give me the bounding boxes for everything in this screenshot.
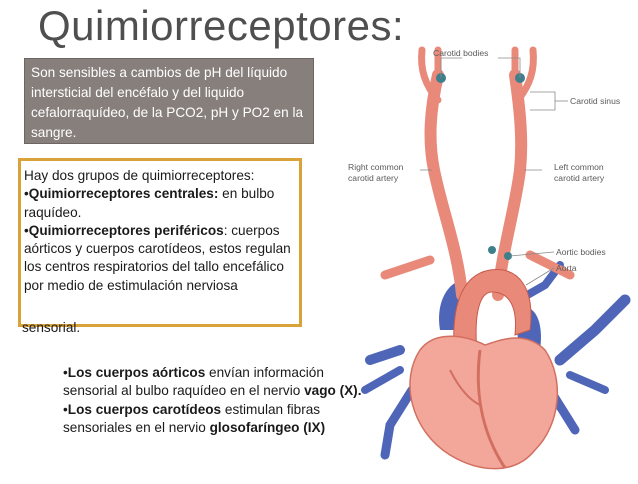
groups-intro-line: Hay dos grupos de quimiorreceptores:	[24, 168, 255, 183]
label-left-common-1: Left common	[554, 162, 604, 172]
label-left-common-2: carotid artery	[554, 173, 605, 183]
central-item: •Quimiorreceptores centrales: en bulbo r…	[24, 185, 294, 222]
aortic-item: •Los cuerpos aórticos envían información…	[63, 364, 363, 401]
heart-arteries-illustration	[361, 46, 631, 470]
bullet: •	[24, 186, 29, 202]
aortic-nerve: vago (X).	[304, 383, 362, 399]
chemoreceptor-groups-box: Hay dos grupos de quimiorreceptores: •Qu…	[18, 158, 302, 335]
bullet: •	[63, 365, 68, 380]
aortic-body	[504, 252, 512, 260]
central-text: en bulbo raquídeo.	[24, 186, 275, 220]
carotid-text: estimulan fibras sensoriales en el nervi…	[63, 401, 321, 435]
intro-box: Son sensibles a cambios de pH del líquid…	[24, 58, 314, 144]
intro-text: Son sensibles a cambios de pH del líquid…	[31, 65, 304, 140]
label-carotid-sinus: Carotid sinus	[570, 96, 621, 106]
heart	[409, 335, 558, 470]
aortic-arch	[453, 269, 532, 361]
bullet: •	[63, 401, 68, 417]
aortic-label: Los cuerpos aórticos	[67, 365, 206, 380]
leader-lines	[420, 57, 568, 286]
peripheral-text: : cuerpos aórticos y cuerpos carotídeos,…	[24, 222, 291, 293]
heart-vessel-line	[449, 369, 481, 406]
page-title: Quimiorreceptores:	[38, 2, 405, 49]
label-right-common-2: carotid artery	[348, 173, 399, 183]
aortic-text: envían información sensorial al bulbo ra…	[63, 365, 324, 399]
receptor-details: •Los cuerpos aórticos envían información…	[63, 364, 363, 437]
aortic-body	[488, 246, 496, 254]
anatomy-figure: Carotid bodies Carotid sinus Right commo…	[330, 30, 638, 479]
peripheral-label: Quimiorreceptores periféricos	[28, 222, 224, 238]
carotid-nerve: glosofaríngeo (IX)	[209, 419, 326, 435]
carotid-item: •Los cuerpos carotídeos estimulan fibras…	[63, 401, 363, 438]
carotid-label: Los cuerpos carotídeos	[67, 401, 222, 417]
overflow-text: sensorial.	[22, 320, 81, 335]
heart-vessel-line	[476, 349, 507, 469]
carotid-arteries	[380, 46, 575, 301]
label-aorta: Aorta	[556, 263, 577, 273]
peripheral-item: •Quimiorreceptores periféricos: cuerpos …	[24, 222, 294, 295]
label-right-common-1: Right common	[348, 162, 404, 172]
bullet: •	[24, 222, 29, 238]
label-carotid-bodies: Carotid bodies	[433, 48, 489, 58]
central-label: Quimiorreceptores centrales:	[28, 186, 219, 202]
label-aortic-bodies: Aortic bodies	[556, 247, 606, 257]
